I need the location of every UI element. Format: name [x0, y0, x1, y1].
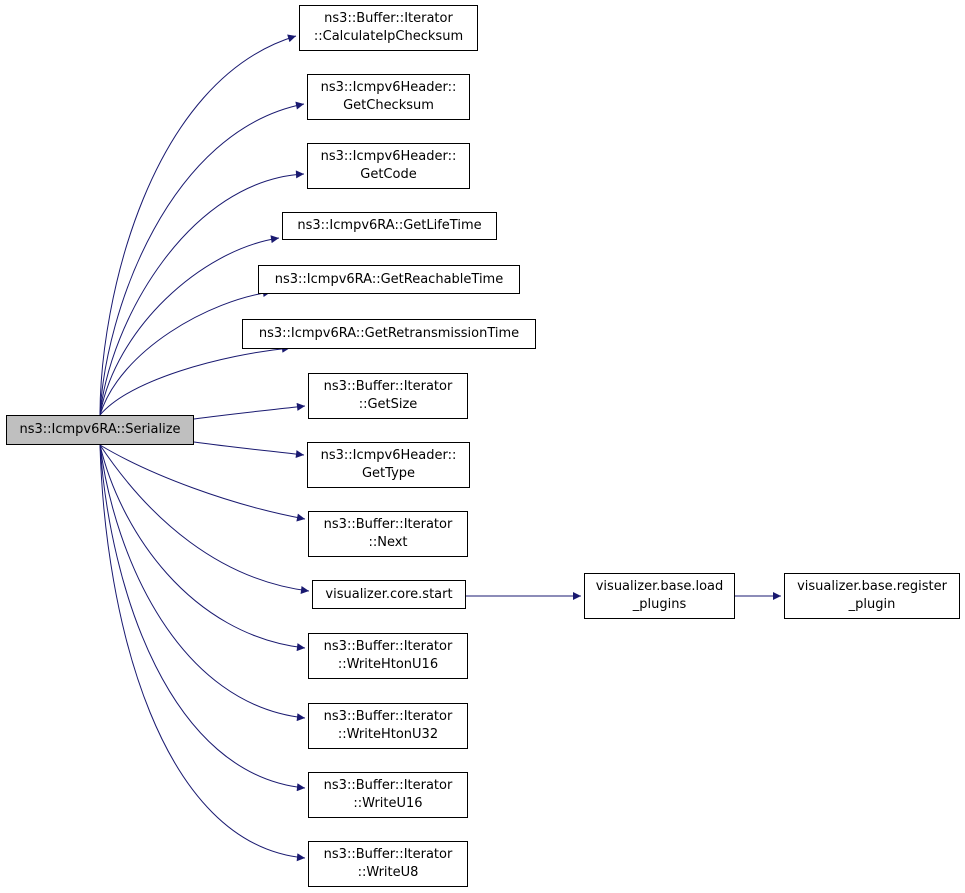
node-label-line: GetCode — [360, 167, 417, 182]
node-label-line: ns3::Buffer::Iterator — [324, 11, 453, 26]
edge-serialize-to-get-size — [193, 402, 306, 420]
node-label-line: ns3::Icmpv6Header:: — [320, 80, 457, 95]
node-label-line: ns3::Icmpv6RA::GetLifeTime — [297, 218, 482, 233]
node-get-size[interactable]: ns3::Buffer::Iterator::GetSize — [308, 373, 468, 419]
edge-serialize-to-get-retransmission-time — [99, 344, 291, 416]
node-serialize: ns3::Icmpv6RA::Serialize — [6, 415, 194, 445]
node-label-line: ns3::Icmpv6Header:: — [320, 149, 457, 164]
node-write-hton-u16[interactable]: ns3::Buffer::Iterator::WriteHtonU16 — [308, 633, 468, 679]
edge-serialize-to-get-reachable-time — [99, 289, 272, 416]
node-write-hton-u32[interactable]: ns3::Buffer::Iterator::WriteHtonU32 — [308, 703, 468, 749]
node-next[interactable]: ns3::Buffer::Iterator::Next — [308, 511, 468, 557]
node-get-retransmission-time[interactable]: ns3::Icmpv6RA::GetRetransmissionTime — [242, 319, 536, 349]
edge-serialize-to-get-checksum — [99, 101, 305, 416]
node-label-line: ns3::Icmpv6RA::Serialize — [19, 422, 181, 437]
edge-serialize-to-visualizer-core-start — [99, 444, 310, 594]
node-get-code[interactable]: ns3::Icmpv6Header::GetCode — [307, 143, 470, 189]
node-visualizer-core-start[interactable]: visualizer.core.start — [312, 580, 466, 609]
edge-serialize-to-next — [99, 444, 306, 522]
node-label-line: ::CalculateIpChecksum — [313, 29, 464, 44]
node-label-line: _plugins — [632, 597, 687, 612]
node-label-line: ns3::Buffer::Iterator — [323, 778, 453, 793]
node-label-line: ns3::Buffer::Iterator — [323, 709, 453, 724]
node-label-line: ::WriteU16 — [353, 796, 423, 811]
node-label-line: ns3::Buffer::Iterator — [323, 847, 453, 862]
node-label-line: ::GetSize — [358, 397, 418, 412]
node-label-line: ns3::Buffer::Iterator — [323, 517, 453, 532]
node-get-checksum[interactable]: ns3::Icmpv6Header::GetChecksum — [307, 74, 470, 120]
node-write-u8[interactable]: ns3::Buffer::Iterator::WriteU8 — [308, 841, 468, 887]
edge-serialize-to-write-hton-u16 — [99, 444, 306, 652]
node-label-line: ::WriteU8 — [357, 865, 419, 880]
node-label-line: visualizer.base.load — [595, 579, 724, 594]
edge-serialize-to-write-u16 — [99, 444, 306, 792]
node-label-line: ns3::Icmpv6Header:: — [320, 448, 457, 463]
node-register-plugin[interactable]: visualizer.base.register _plugin — [784, 573, 960, 619]
edge-serialize-to-calc-ip-checksum — [99, 34, 297, 416]
node-label-line: _plugin — [848, 597, 896, 612]
node-calc-ip-checksum[interactable]: ns3::Buffer::Iterator::CalculateIpChecks… — [299, 5, 478, 51]
node-label-line: ::WriteHtonU16 — [337, 657, 439, 672]
node-label-line: ns3::Icmpv6RA::GetReachableTime — [274, 271, 504, 287]
edge-serialize-to-write-hton-u32 — [99, 444, 306, 722]
node-get-type[interactable]: ns3::Icmpv6Header::GetType — [307, 442, 470, 488]
node-label-line: visualizer.base.register — [797, 579, 947, 594]
node-label-line: visualizer.core.start — [325, 586, 453, 602]
node-get-life-time[interactable]: ns3::Icmpv6RA::GetLifeTime — [282, 212, 497, 240]
node-label-line: ns3::Buffer::Iterator — [323, 379, 453, 394]
node-label-line: GetType — [361, 466, 416, 481]
node-label-line: ns3::Buffer::Iterator — [323, 639, 453, 654]
edge-serialize-to-get-code — [99, 170, 305, 416]
node-label-line: ::Next — [368, 535, 408, 550]
edge-serialize-to-get-type — [193, 441, 305, 459]
node-load-plugins[interactable]: visualizer.base.load _plugins — [584, 573, 735, 619]
edge-serialize-to-write-u8 — [99, 444, 306, 862]
node-label-line: ::WriteHtonU32 — [337, 727, 439, 742]
node-get-reachable-time[interactable]: ns3::Icmpv6RA::GetReachableTime — [258, 265, 520, 294]
edge-serialize-to-get-life-time — [99, 235, 280, 416]
node-label-line: ns3::Icmpv6RA::GetRetransmissionTime — [258, 326, 520, 341]
node-label-line: GetChecksum — [343, 98, 434, 113]
node-write-u16[interactable]: ns3::Buffer::Iterator::WriteU16 — [308, 772, 468, 818]
